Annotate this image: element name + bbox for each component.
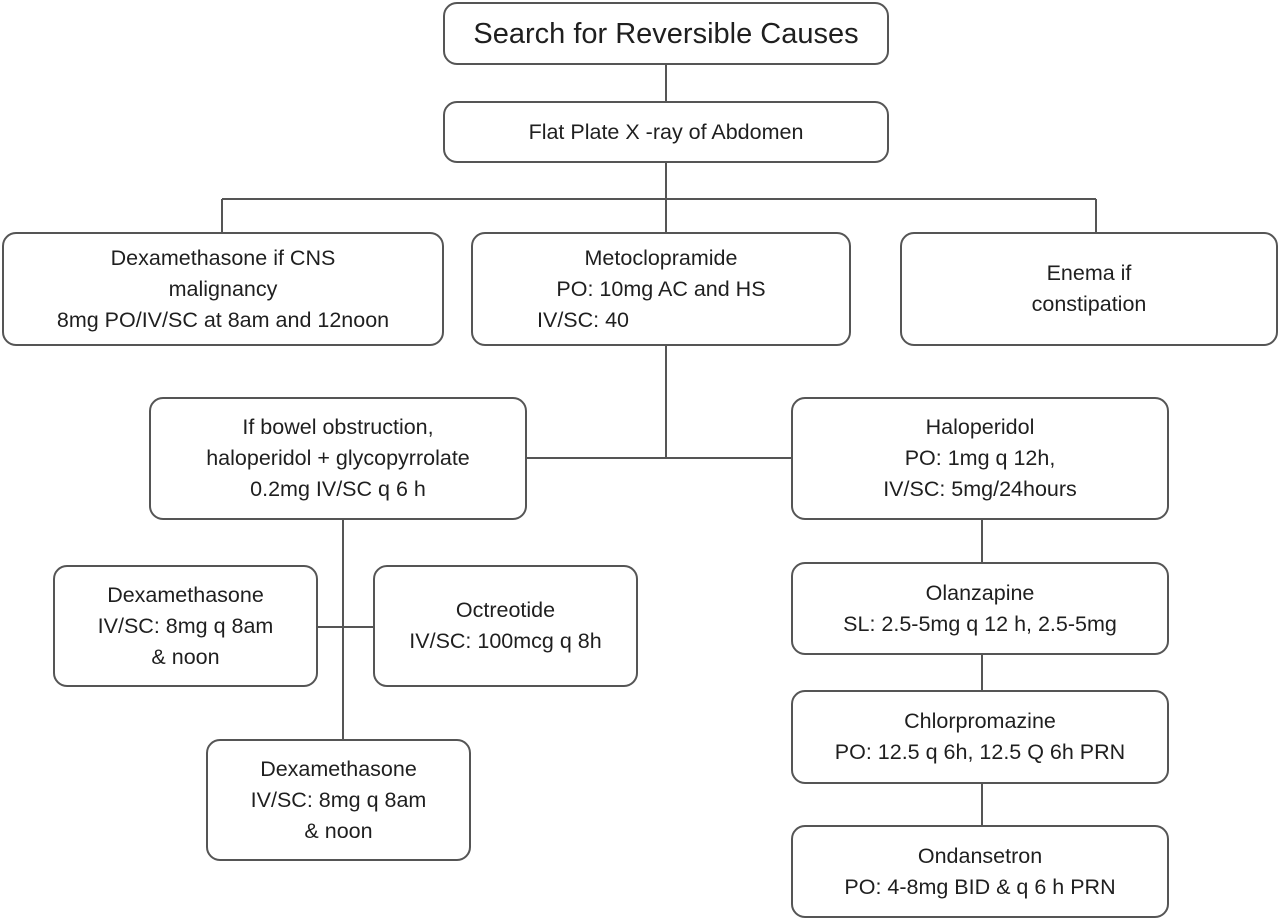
box-line: IV/SC: 40 xyxy=(537,307,630,332)
box-line: Chlorpromazine xyxy=(904,709,1056,733)
ondansetron-box: Ondansetron PO: 4-8mg BID & q 6 h PRN xyxy=(791,825,1169,918)
chlorpromazine-box: Chlorpromazine PO: 12.5 q 6h, 12.5 Q 6h … xyxy=(791,690,1169,784)
box-line: Haloperidol xyxy=(925,415,1035,439)
box-line: Octreotide xyxy=(455,598,556,622)
box-line: Dexamethasone xyxy=(107,582,264,607)
box-line: IV/SC: 8mg q 8am xyxy=(97,613,274,638)
box-line: Ondansetron xyxy=(917,843,1043,868)
box-line: 0.2mg IV/SC q 6 h xyxy=(250,477,426,501)
bowel-obstruction-box: If bowel obstruction, haloperidol + glyc… xyxy=(149,397,527,520)
box-line: & noon xyxy=(151,644,220,669)
olanzapine-box: Olanzapine SL: 2.5-5mg q 12 h, 2.5-5mg xyxy=(791,562,1169,655)
box-line: 8mg PO/IV/SC at 8am and 12noon xyxy=(56,307,390,332)
box-line: malignancy xyxy=(168,276,278,301)
box-line: Flat Plate X -ray of Abdomen xyxy=(528,119,804,144)
dexamethasone-cns-box: Dexamethasone if CNS malignancy 8mg PO/I… xyxy=(2,232,444,346)
box-line: haloperidol + glycopyrrolate xyxy=(206,446,470,470)
box-line: constipation xyxy=(1031,292,1147,316)
flat-plate-xray-box: Flat Plate X -ray of Abdomen xyxy=(443,101,889,163)
box-line: Dexamethasone if CNS xyxy=(110,245,336,270)
box-line: Search for Reversible Causes xyxy=(473,17,859,50)
box-line: PO: 10mg AC and HS xyxy=(556,276,766,301)
box-line: If bowel obstruction, xyxy=(242,415,434,439)
box-line: Dexamethasone xyxy=(260,756,417,781)
box-line: IV/SC: 5mg/24hours xyxy=(883,477,1077,501)
box-line: Metoclopramide xyxy=(584,245,738,270)
enema-box: Enema if constipation xyxy=(900,232,1278,346)
octreotide-box: Octreotide IV/SC: 100mcg q 8h xyxy=(373,565,638,687)
box-line: SL: 2.5-5mg q 12 h, 2.5-5mg xyxy=(843,611,1117,636)
box-line: Enema if xyxy=(1046,261,1132,285)
dexamethasone-box-left: Dexamethasone IV/SC: 8mg q 8am & noon xyxy=(53,565,318,687)
box-line: Olanzapine xyxy=(925,580,1035,605)
box-line: PO: 4-8mg BID & q 6 h PRN xyxy=(844,874,1116,899)
box-line: IV/SC: 100mcg q 8h xyxy=(409,629,602,653)
box-line: IV/SC: 8mg q 8am xyxy=(250,787,427,812)
box-line: & noon xyxy=(304,818,373,843)
dexamethasone-box-bottom: Dexamethasone IV/SC: 8mg q 8am & noon xyxy=(206,739,471,861)
box-line: PO: 12.5 q 6h, 12.5 Q 6h PRN xyxy=(834,740,1126,764)
search-reversible-causes-box: Search for Reversible Causes xyxy=(443,2,889,65)
box-line: PO: 1mg q 12h, xyxy=(904,446,1056,470)
haloperidol-box: Haloperidol PO: 1mg q 12h, IV/SC: 5mg/24… xyxy=(791,397,1169,520)
metoclopramide-box: Metoclopramide PO: 10mg AC and HS IV/SC:… xyxy=(471,232,851,346)
